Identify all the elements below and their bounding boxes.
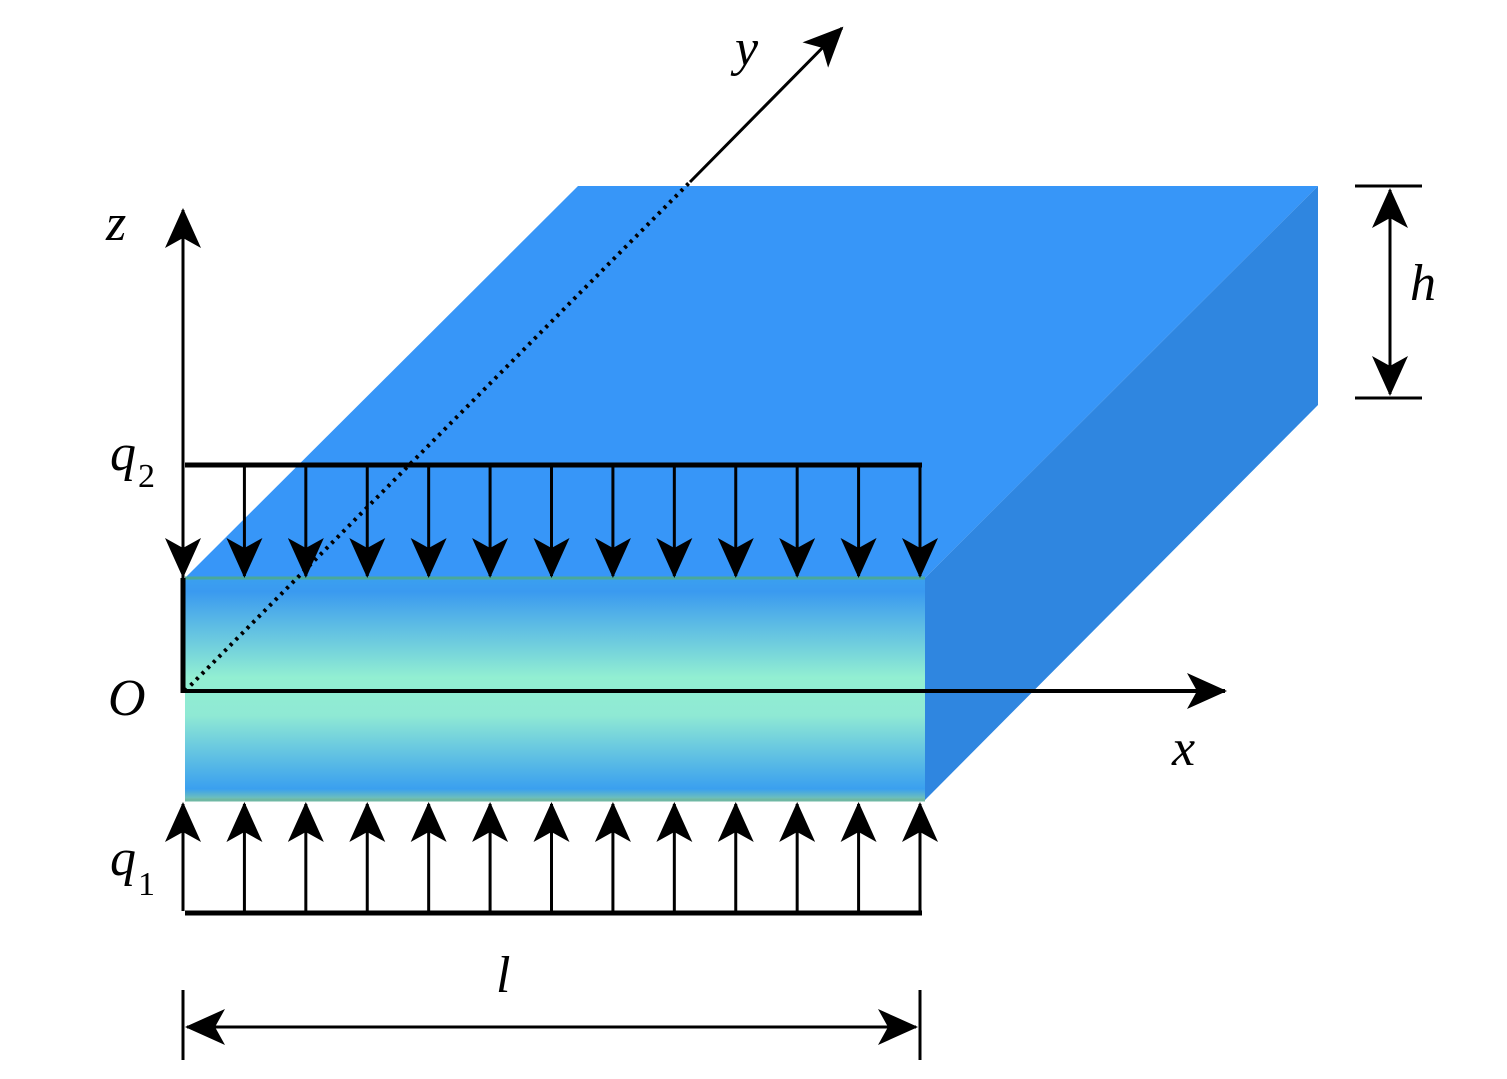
thickness-label: h (1410, 255, 1436, 312)
y-axis-solid (688, 26, 844, 184)
length-label: l (496, 947, 510, 1004)
y-axis-label: y (730, 20, 759, 77)
plate-top-face (185, 186, 1318, 578)
q1-label: q (110, 830, 136, 887)
thickness-dimension (1355, 184, 1422, 400)
x-axis-label: x (1171, 720, 1195, 777)
length-dimension (181, 990, 922, 1060)
q2-load-arrows (165, 467, 938, 578)
q2-label: q (110, 425, 136, 482)
z-axis-label: z (105, 195, 126, 252)
q1-load-arrows (165, 802, 938, 911)
y-axis (183, 26, 844, 693)
plate-side-face (925, 186, 1318, 800)
q1-subscript: 1 (138, 866, 155, 903)
plate (185, 186, 1318, 802)
q2-subscript: 2 (138, 458, 155, 495)
origin-label: O (108, 670, 146, 727)
